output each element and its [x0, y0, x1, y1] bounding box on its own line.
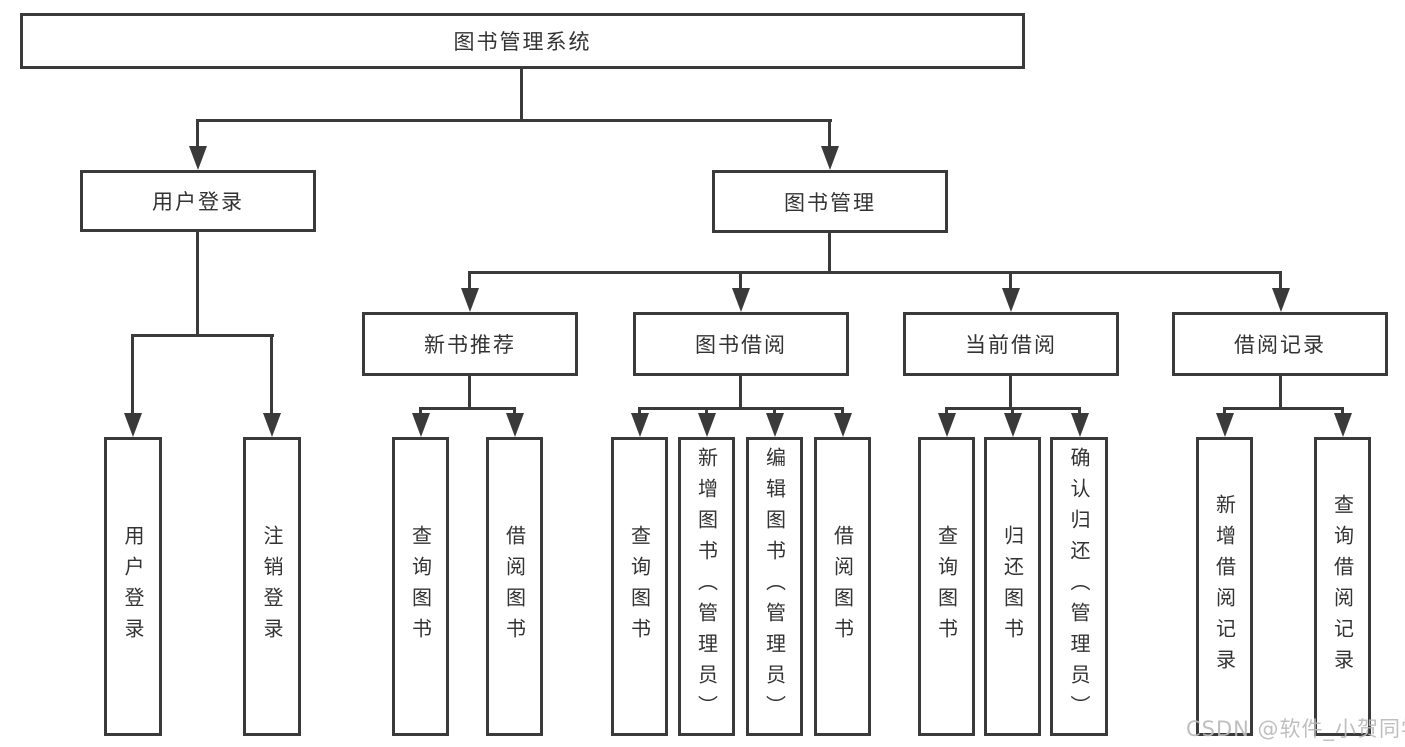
connector-drop-br-query — [1341, 407, 1344, 416]
arrowhead-cb-return — [1004, 413, 1022, 437]
arrowhead-nb-query — [412, 413, 430, 437]
leaf-borrow-book-borrow-label: 借阅图书 — [830, 524, 855, 649]
leaf-logout: 注销登录 — [243, 437, 301, 736]
connector-book-management-vertical — [828, 230, 831, 273]
leaf-query-book-newbook: 查询图书 — [392, 437, 449, 736]
arrowhead-bb-borrow — [834, 413, 852, 437]
leaf-edit-book-admin: 编辑图书（管理员） — [746, 437, 803, 736]
arrowhead-current-borrow — [1002, 288, 1020, 312]
arrowhead-br-add — [1216, 413, 1234, 437]
leaf-logout-label: 注销登录 — [260, 524, 284, 649]
connector-drop-current-borrow — [1009, 271, 1012, 291]
connector-drop-book-borrow — [739, 271, 742, 291]
leaf-query-borrow-record: 查询借阅记录 — [1314, 437, 1371, 736]
node-user-login: 用户登录 — [80, 170, 316, 232]
leaf-borrow-book-newbook: 借阅图书 — [486, 437, 543, 736]
connector-root-vertical — [520, 66, 523, 120]
leaf-edit-book-admin-label: 编辑图书（管理员） — [762, 447, 787, 726]
connector-level3-rail — [468, 271, 1282, 274]
connector-new-book-rail — [419, 407, 516, 410]
arrowhead-bb-add — [698, 413, 716, 437]
connector-drop-cb-query — [945, 407, 948, 416]
node-current-borrowing: 当前借阅 — [903, 312, 1119, 376]
connector-user-login-vertical — [196, 230, 199, 336]
arrowhead-borrow-record — [1272, 288, 1290, 312]
node-root: 图书管理系统 — [20, 13, 1025, 69]
arrowhead-book-borrow — [732, 288, 750, 312]
connector-user-login-rail — [131, 334, 274, 337]
leaf-user-login-label: 用户登录 — [121, 524, 145, 649]
leaf-add-book-admin: 新增图书（管理员） — [678, 437, 735, 736]
arrowhead-book-management — [821, 146, 839, 170]
arrowhead-new-book — [461, 288, 479, 312]
leaf-query-book-current-label: 查询图书 — [934, 524, 959, 649]
connector-drop-new-book — [468, 271, 471, 291]
arrowhead-cb-confirm — [1071, 413, 1089, 437]
arrowhead-leaf-user-login — [124, 413, 142, 437]
node-book-borrowing: 图书借阅 — [633, 312, 849, 376]
node-root-label: 图书管理系统 — [453, 30, 592, 54]
connector-current-borrow-vertical — [1009, 374, 1012, 410]
leaf-query-book-borrow: 查询图书 — [611, 437, 668, 736]
arrowhead-nb-borrow — [506, 413, 524, 437]
arrowhead-leaf-logout — [263, 413, 281, 437]
leaf-query-borrow-record-label: 查询借阅记录 — [1330, 493, 1355, 680]
connector-drop-cb-confirm — [1078, 407, 1081, 416]
leaf-borrow-book-newbook-label: 借阅图书 — [502, 524, 527, 649]
node-new-book-recommendation-label: 新书推荐 — [424, 333, 516, 357]
connector-new-book-vertical — [468, 374, 471, 410]
arrowhead-user-login — [189, 146, 207, 170]
leaf-confirm-return-admin-label: 确认归还（管理员） — [1067, 447, 1091, 726]
connector-book-borrow-vertical — [739, 374, 742, 410]
connector-drop-bb-edit — [773, 407, 776, 416]
connector-drop-nb-borrow — [513, 407, 516, 416]
node-new-book-recommendation: 新书推荐 — [362, 312, 578, 376]
node-book-management-label: 图书管理 — [784, 190, 876, 215]
leaf-add-borrow-record: 新增借阅记录 — [1196, 437, 1253, 736]
connector-drop-cb-return — [1011, 407, 1014, 416]
connector-drop-borrow-record — [1279, 271, 1282, 291]
leaf-confirm-return-admin: 确认归还（管理员） — [1050, 437, 1108, 736]
connector-book-borrow-rail — [638, 407, 844, 410]
leaf-add-book-admin-label: 新增图书（管理员） — [694, 447, 719, 726]
arrowhead-bb-edit — [766, 413, 784, 437]
connector-borrow-record-vertical — [1279, 374, 1282, 410]
leaf-user-login: 用户登录 — [104, 437, 162, 736]
leaf-return-book-label: 归还图书 — [1000, 524, 1025, 649]
node-user-login-label: 用户登录 — [152, 190, 244, 214]
node-borrowing-records-label: 借阅记录 — [1234, 333, 1326, 357]
node-borrowing-records: 借阅记录 — [1172, 312, 1388, 376]
leaf-query-book-newbook-label: 查询图书 — [408, 524, 433, 649]
arrowhead-br-query — [1334, 413, 1352, 437]
connector-drop-nb-query — [419, 407, 422, 416]
node-book-borrowing-label: 图书借阅 — [695, 333, 787, 357]
connector-drop-bb-add — [705, 407, 708, 416]
connector-level2-rail — [196, 119, 832, 122]
arrowhead-cb-query — [938, 413, 956, 437]
arrowhead-bb-query — [631, 413, 649, 437]
leaf-query-book-borrow-label: 查询图书 — [627, 524, 652, 649]
connector-drop-leaf-user-login — [131, 334, 134, 416]
csdn-watermark: CSDN @软件_小贺同学 — [1186, 717, 1405, 741]
connector-drop-br-add — [1223, 407, 1226, 416]
connector-drop-bb-query — [638, 407, 641, 416]
connector-drop-bb-borrow — [841, 407, 844, 416]
connector-drop-leaf-logout — [270, 334, 273, 416]
leaf-query-book-current: 查询图书 — [918, 437, 975, 736]
node-current-borrowing-label: 当前借阅 — [965, 333, 1057, 357]
connector-drop-book-management — [828, 119, 831, 150]
node-book-management: 图书管理 — [712, 170, 948, 233]
connector-borrow-record-rail — [1223, 407, 1344, 410]
leaf-add-borrow-record-label: 新增借阅记录 — [1212, 493, 1237, 680]
leaf-return-book: 归还图书 — [984, 437, 1041, 736]
connector-drop-user-login — [196, 119, 199, 150]
leaf-borrow-book-borrow: 借阅图书 — [814, 437, 871, 736]
